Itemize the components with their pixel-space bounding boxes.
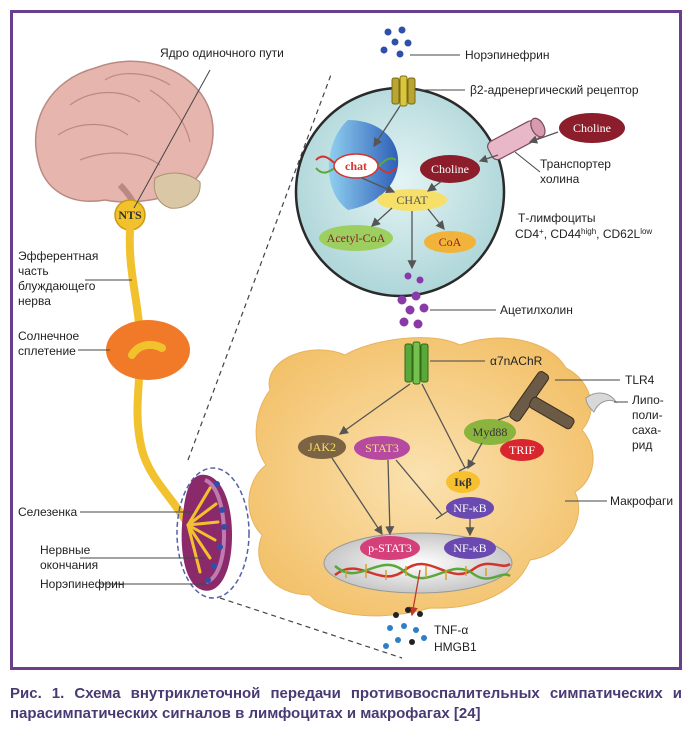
svg-text:Транспортер: Транспортер (540, 157, 611, 171)
transporter-label: Транспортер холина (540, 157, 611, 186)
jak2: JAK2 (298, 435, 346, 459)
norepinephrine-left-label: Норэпинефрин (40, 577, 125, 591)
figure-caption: Рис. 1. Схема внутриклеточной передачи п… (10, 685, 682, 722)
p-stat3: p-STAT3 (360, 536, 420, 560)
lps-label: Липо- поли- саха- рид (632, 393, 664, 452)
cytokine-molecules (383, 607, 427, 649)
tcell-acetylcholine (404, 272, 424, 284)
svg-text:Солнечное: Солнечное (18, 329, 80, 343)
svg-text:Липо-: Липо- (632, 393, 664, 407)
spleen (176, 467, 250, 599)
hmgb1-label: HMGB1 (434, 640, 477, 654)
beta2-receptor (391, 75, 416, 107)
svg-text:NF-κB: NF-κB (453, 501, 486, 515)
tcells-label: Т-лимфоциты CD4+, CD44high, CD62Llow (515, 211, 652, 241)
transporter-line (514, 151, 541, 173)
macrophage-arrows (331, 383, 513, 537)
svg-text:CD4+, CD44high, CD62Llow: CD4+, CD44high, CD62Llow (515, 227, 652, 241)
svg-text:TRIF: TRIF (509, 443, 535, 457)
zoom-lines (187, 71, 403, 659)
coa: CoA (424, 231, 476, 253)
ikb: Iκβ (446, 471, 480, 493)
svg-text:JAK2: JAK2 (308, 440, 336, 454)
macrophage (248, 337, 594, 617)
nts-node: NTS (114, 199, 146, 231)
choline-outside: Choline (559, 113, 625, 143)
svg-text:p-STAT3: p-STAT3 (368, 541, 412, 555)
svg-text:окончания: окончания (40, 558, 98, 572)
svg-text:поли-: поли- (632, 408, 663, 422)
nfkb-nucleus: NF-κB (444, 537, 496, 559)
nerve-endings-label: Нервные окончания (40, 543, 98, 572)
svg-text:STAT3: STAT3 (365, 441, 399, 455)
svg-text:Т-лимфоциты: Т-лимфоциты (518, 211, 596, 225)
svg-text:NF-κB: NF-κB (453, 541, 486, 555)
svg-text:Нервные: Нервные (40, 543, 91, 557)
trif: TRIF (500, 439, 544, 461)
tlr4-label: TLR4 (625, 373, 655, 387)
chat-enzyme: CHAT (377, 189, 447, 211)
svg-text:блуждающего: блуждающего (18, 279, 96, 293)
svg-text:нерва: нерва (18, 294, 51, 308)
svg-text:CoA: CoA (439, 235, 462, 249)
tnf-label: TNF-α (434, 623, 468, 637)
solar-plexus-label: Солнечное сплетение (18, 329, 80, 358)
svg-text:рид: рид (632, 438, 652, 452)
spleen-norepinephrine-dots (205, 481, 227, 583)
tlr4-receptor (509, 371, 575, 430)
left-leader-lines (78, 69, 211, 585)
diagram-canvas: NTS Ядро одиночного пути Эфферентная час… (18, 26, 673, 659)
macrophages-label: Макрофаги (610, 494, 673, 508)
a7-label: α7nAChR (490, 354, 543, 368)
acetylcholine-molecules (397, 291, 429, 329)
vagus-nerve (125, 226, 192, 529)
nts-nucleus-label: Ядро одиночного пути (160, 46, 284, 60)
efferent-label: Эфферентная часть блуждающего нерва (18, 249, 98, 308)
chat-gene-label: chat (345, 159, 367, 173)
svg-text:Myd88: Myd88 (473, 425, 508, 439)
choline-inside: Choline (420, 155, 480, 183)
cytokine-release-arrow (408, 569, 421, 617)
myd88: Myd88 (464, 419, 516, 445)
tcell-arrows (361, 105, 445, 270)
beta2-label: β2-адренергический рецептор (470, 83, 639, 97)
stat3: STAT3 (354, 436, 410, 460)
nts-label: NTS (118, 208, 142, 222)
a7nachr-receptor (404, 341, 429, 385)
nfkb-cytoplasm: NF-κB (446, 497, 494, 519)
choline-in-arrow (528, 131, 559, 144)
lps (585, 392, 618, 413)
acetyl-coa: Acetyl-CoA (319, 225, 393, 251)
svg-text:часть: часть (18, 264, 49, 278)
svg-text:саха-: саха- (632, 423, 661, 437)
nerve-endings (186, 486, 220, 574)
norepinephrine-top-label: Норэпинефрин (465, 48, 550, 62)
svg-text:Choline: Choline (431, 162, 469, 176)
acetylcholine-label: Ацетилхолин (500, 303, 573, 317)
svg-text:Choline: Choline (573, 121, 611, 135)
svg-text:CHAT: CHAT (396, 193, 428, 207)
solar-plexus (106, 320, 190, 380)
transporter-arrow (478, 154, 499, 163)
spleen-label: Селезенка (18, 505, 78, 519)
brain (34, 60, 214, 221)
norepinephrine-molecules-top (380, 26, 412, 58)
choline-transporter (487, 117, 546, 161)
svg-text:холина: холина (540, 172, 580, 186)
svg-text:Эфферентная: Эфферентная (18, 249, 98, 263)
svg-text:Acetyl-CoA: Acetyl-CoA (327, 231, 386, 245)
svg-text:сплетение: сплетение (18, 344, 76, 358)
svg-text:Iκβ: Iκβ (454, 475, 472, 489)
